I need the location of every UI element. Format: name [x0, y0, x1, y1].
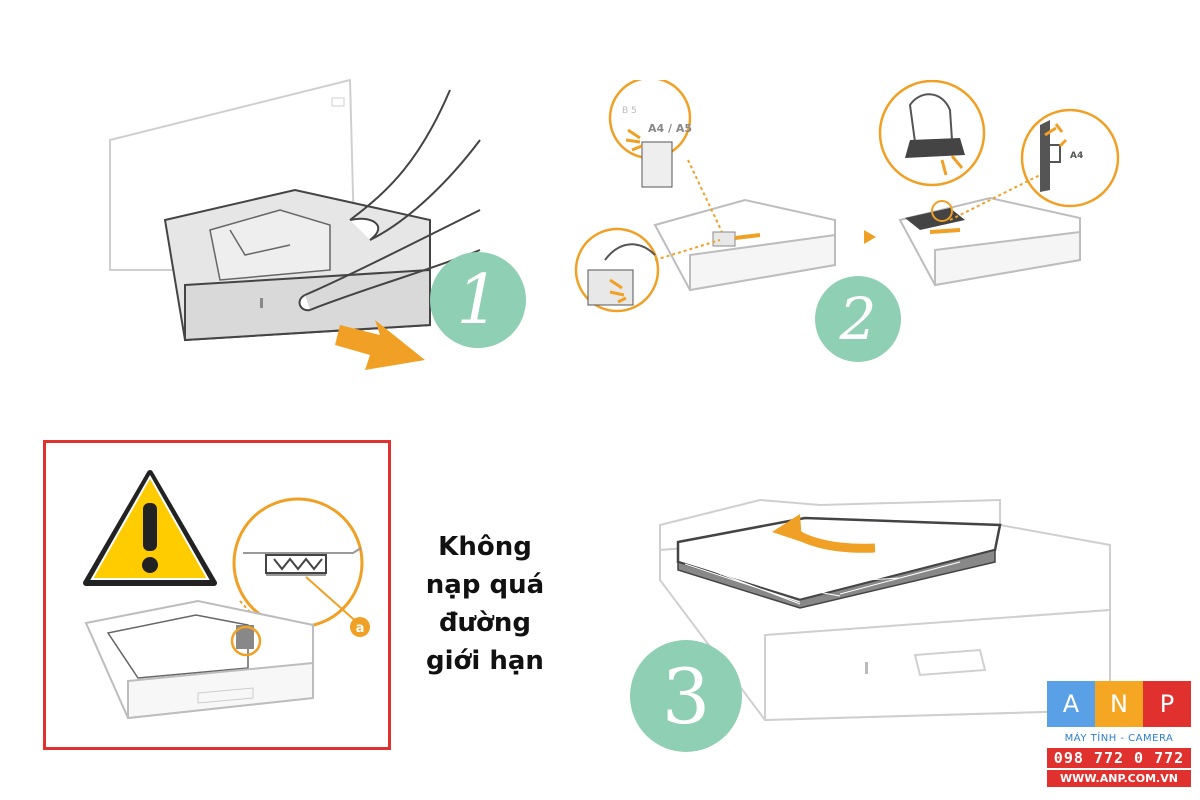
logo-letters: A N P — [1047, 681, 1191, 727]
logo-phone: 098 772 0 772 — [1047, 748, 1191, 768]
logo-website: WWW.ANP.COM.VN — [1047, 770, 1191, 787]
warning-caption-line-3: đường — [438, 608, 532, 638]
warning-caption-line-4: giới hạn — [426, 646, 544, 676]
label-b5: B 5 — [622, 106, 637, 116]
warning-caption-line-2: nạp quá — [425, 570, 545, 600]
step-1-number: 1 — [456, 260, 500, 340]
logo-letter-p: P — [1143, 681, 1191, 727]
step-2-number: 2 — [839, 285, 877, 353]
label-a4: A4 — [1070, 151, 1083, 161]
logo-tagline: MÁY TÍNH - CAMERA — [1064, 733, 1174, 744]
anp-logo: A N P MÁY TÍNH - CAMERA 098 772 0 772 WW… — [1047, 681, 1191, 787]
next-arrow-icon — [864, 230, 876, 244]
pull-arrow-icon — [335, 320, 425, 370]
warning-icon — [83, 470, 217, 586]
limit-mark-icon — [273, 557, 323, 571]
label-a4-a5: A4 / A5 — [648, 122, 692, 135]
step-3-badge: 3 — [630, 640, 742, 752]
logo-letter-n: N — [1095, 681, 1143, 727]
marker-a-badge — [350, 617, 370, 637]
step-3-number: 3 — [661, 651, 711, 741]
step3-illustration — [659, 498, 1111, 722]
insert-arrow-icon — [772, 514, 802, 542]
warning-box: a — [43, 440, 391, 750]
step1-illustration — [109, 78, 481, 370]
warning-caption: Không nạp quá đường giới hạn — [410, 528, 560, 680]
step-2-badge: 2 — [815, 276, 901, 362]
step2-illustration: B 5 A4 / A5 A4 — [574, 80, 1120, 313]
marker-a-label: a — [356, 621, 365, 636]
logo-letter-a: A — [1047, 681, 1095, 727]
tray-limit-illustration: a — [84, 497, 370, 720]
step-1-badge: 1 — [430, 252, 526, 348]
warning-caption-line-1: Không — [438, 532, 532, 562]
